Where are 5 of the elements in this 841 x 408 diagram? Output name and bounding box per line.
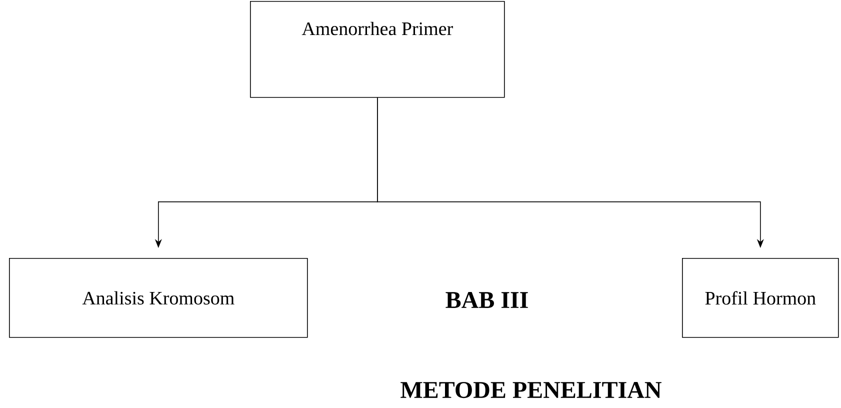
process-box: Amenorrhea Primer bbox=[250, 1, 505, 98]
heading: BAB III bbox=[446, 292, 528, 308]
heading: METODE PENELITIAN bbox=[400, 382, 662, 398]
process-box: Profil Hormon bbox=[682, 258, 839, 338]
process-box: Analisis Kromosom bbox=[9, 258, 308, 338]
